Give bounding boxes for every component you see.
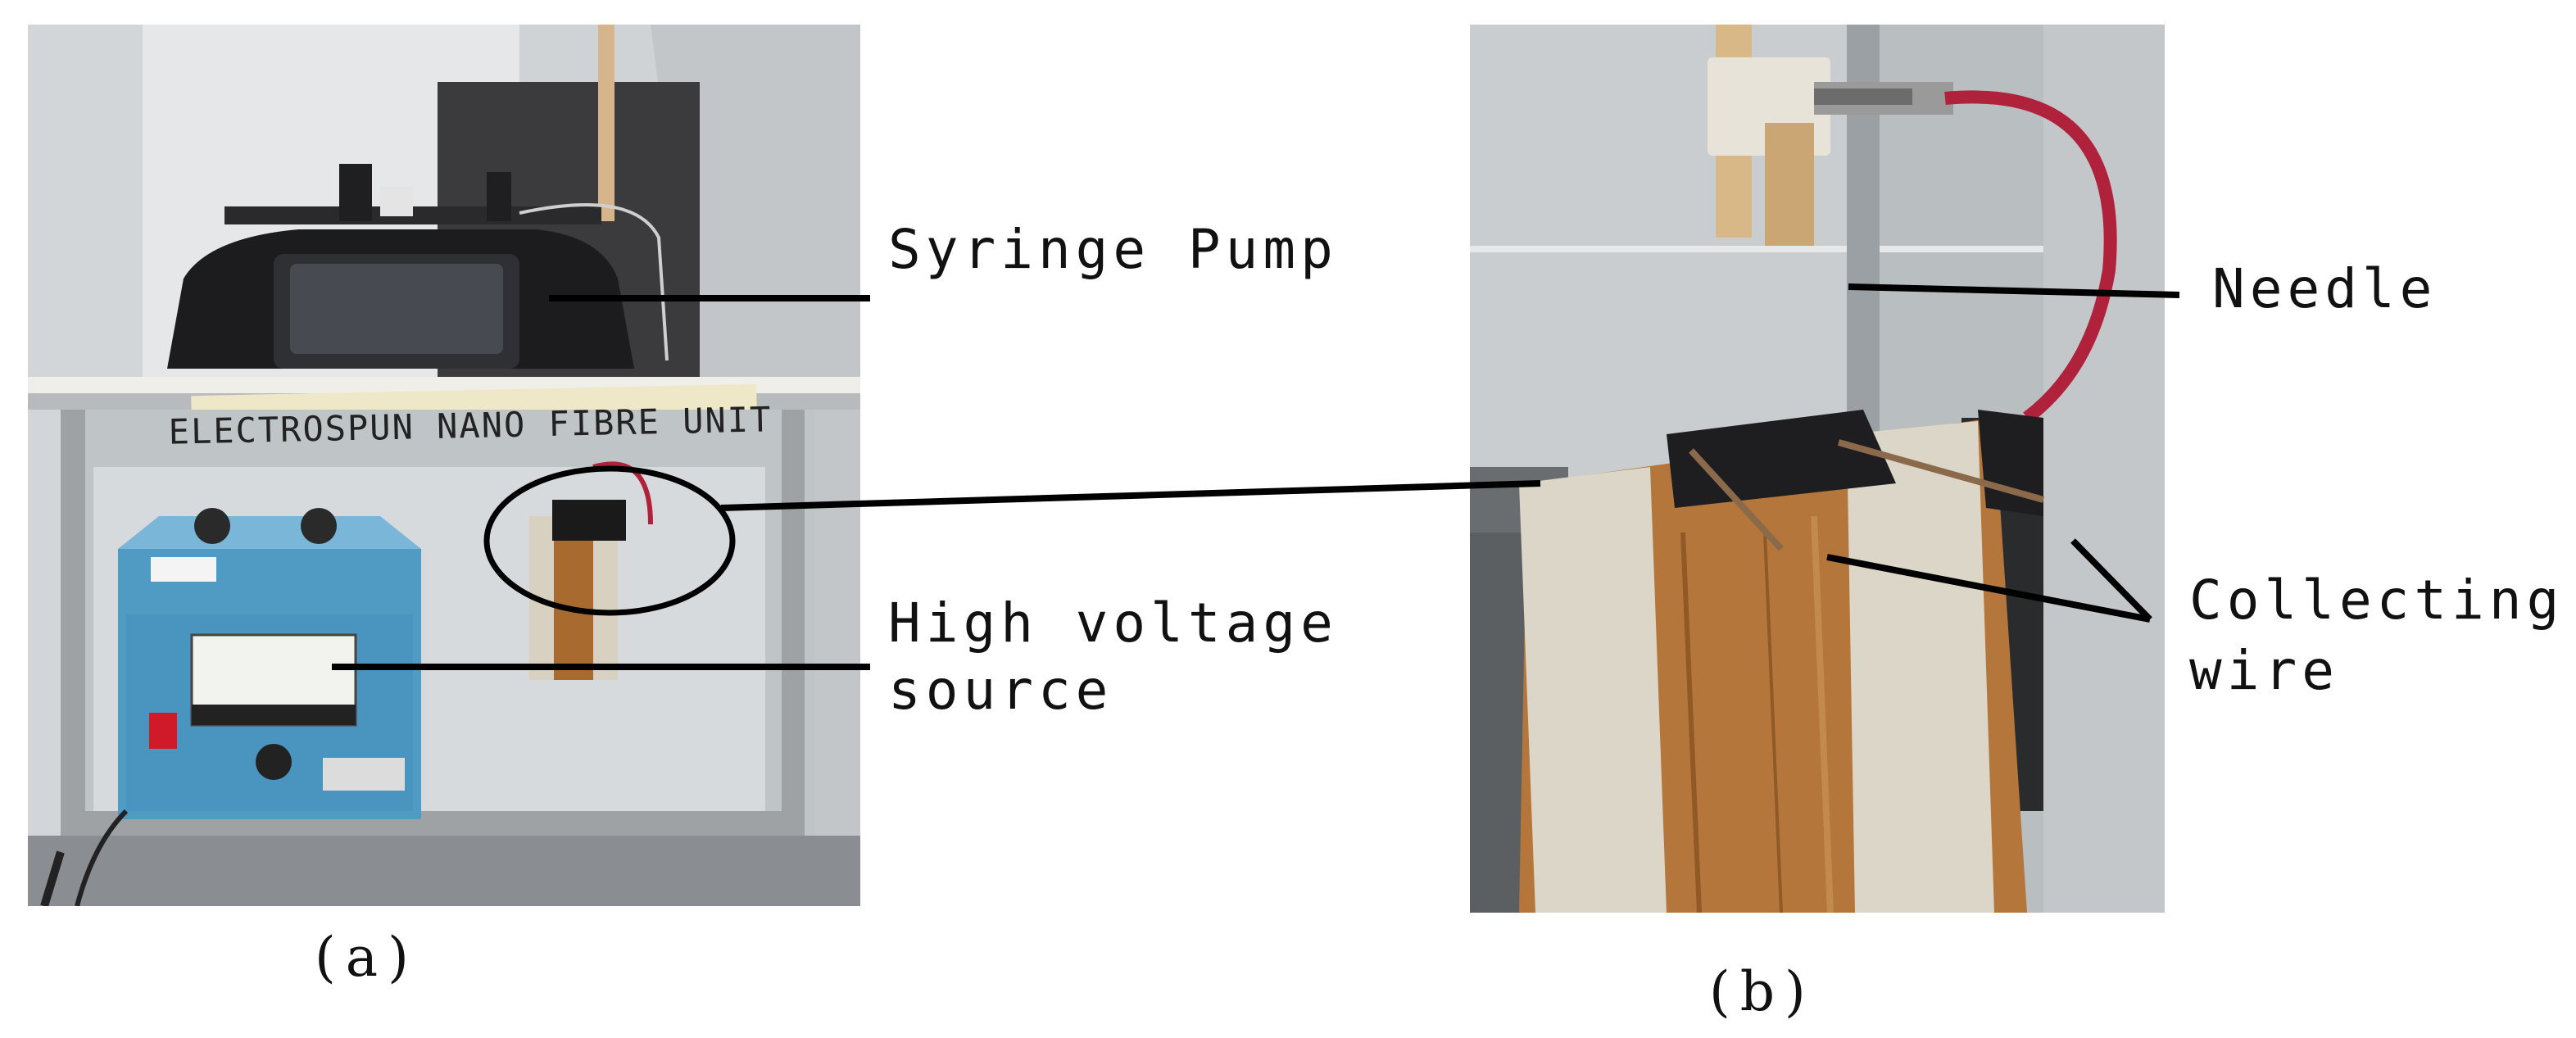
label-high-voltage-line2: source	[888, 659, 1113, 722]
collector-illustration	[1470, 25, 2165, 913]
caption-panel-a: (a)	[315, 926, 419, 989]
label-collecting-wire-line2: wire	[2189, 639, 2339, 702]
label-syringe-pump: Syringe Pump	[888, 218, 1338, 281]
setup-illustration	[28, 25, 860, 906]
caption-panel-b: (b)	[1709, 960, 1816, 1023]
label-needle: Needle	[2212, 257, 2438, 320]
tape-label: ELECTROSPUN NANO FIBRE UNIT	[168, 398, 773, 452]
photo-electrospinning-setup: ELECTROSPUN NANO FIBRE UNIT	[28, 25, 860, 906]
label-high-voltage-line1: High voltage	[888, 592, 1338, 655]
photo-collector-closeup	[1470, 25, 2165, 913]
label-collecting-wire-line1: Collecting	[2189, 569, 2565, 632]
